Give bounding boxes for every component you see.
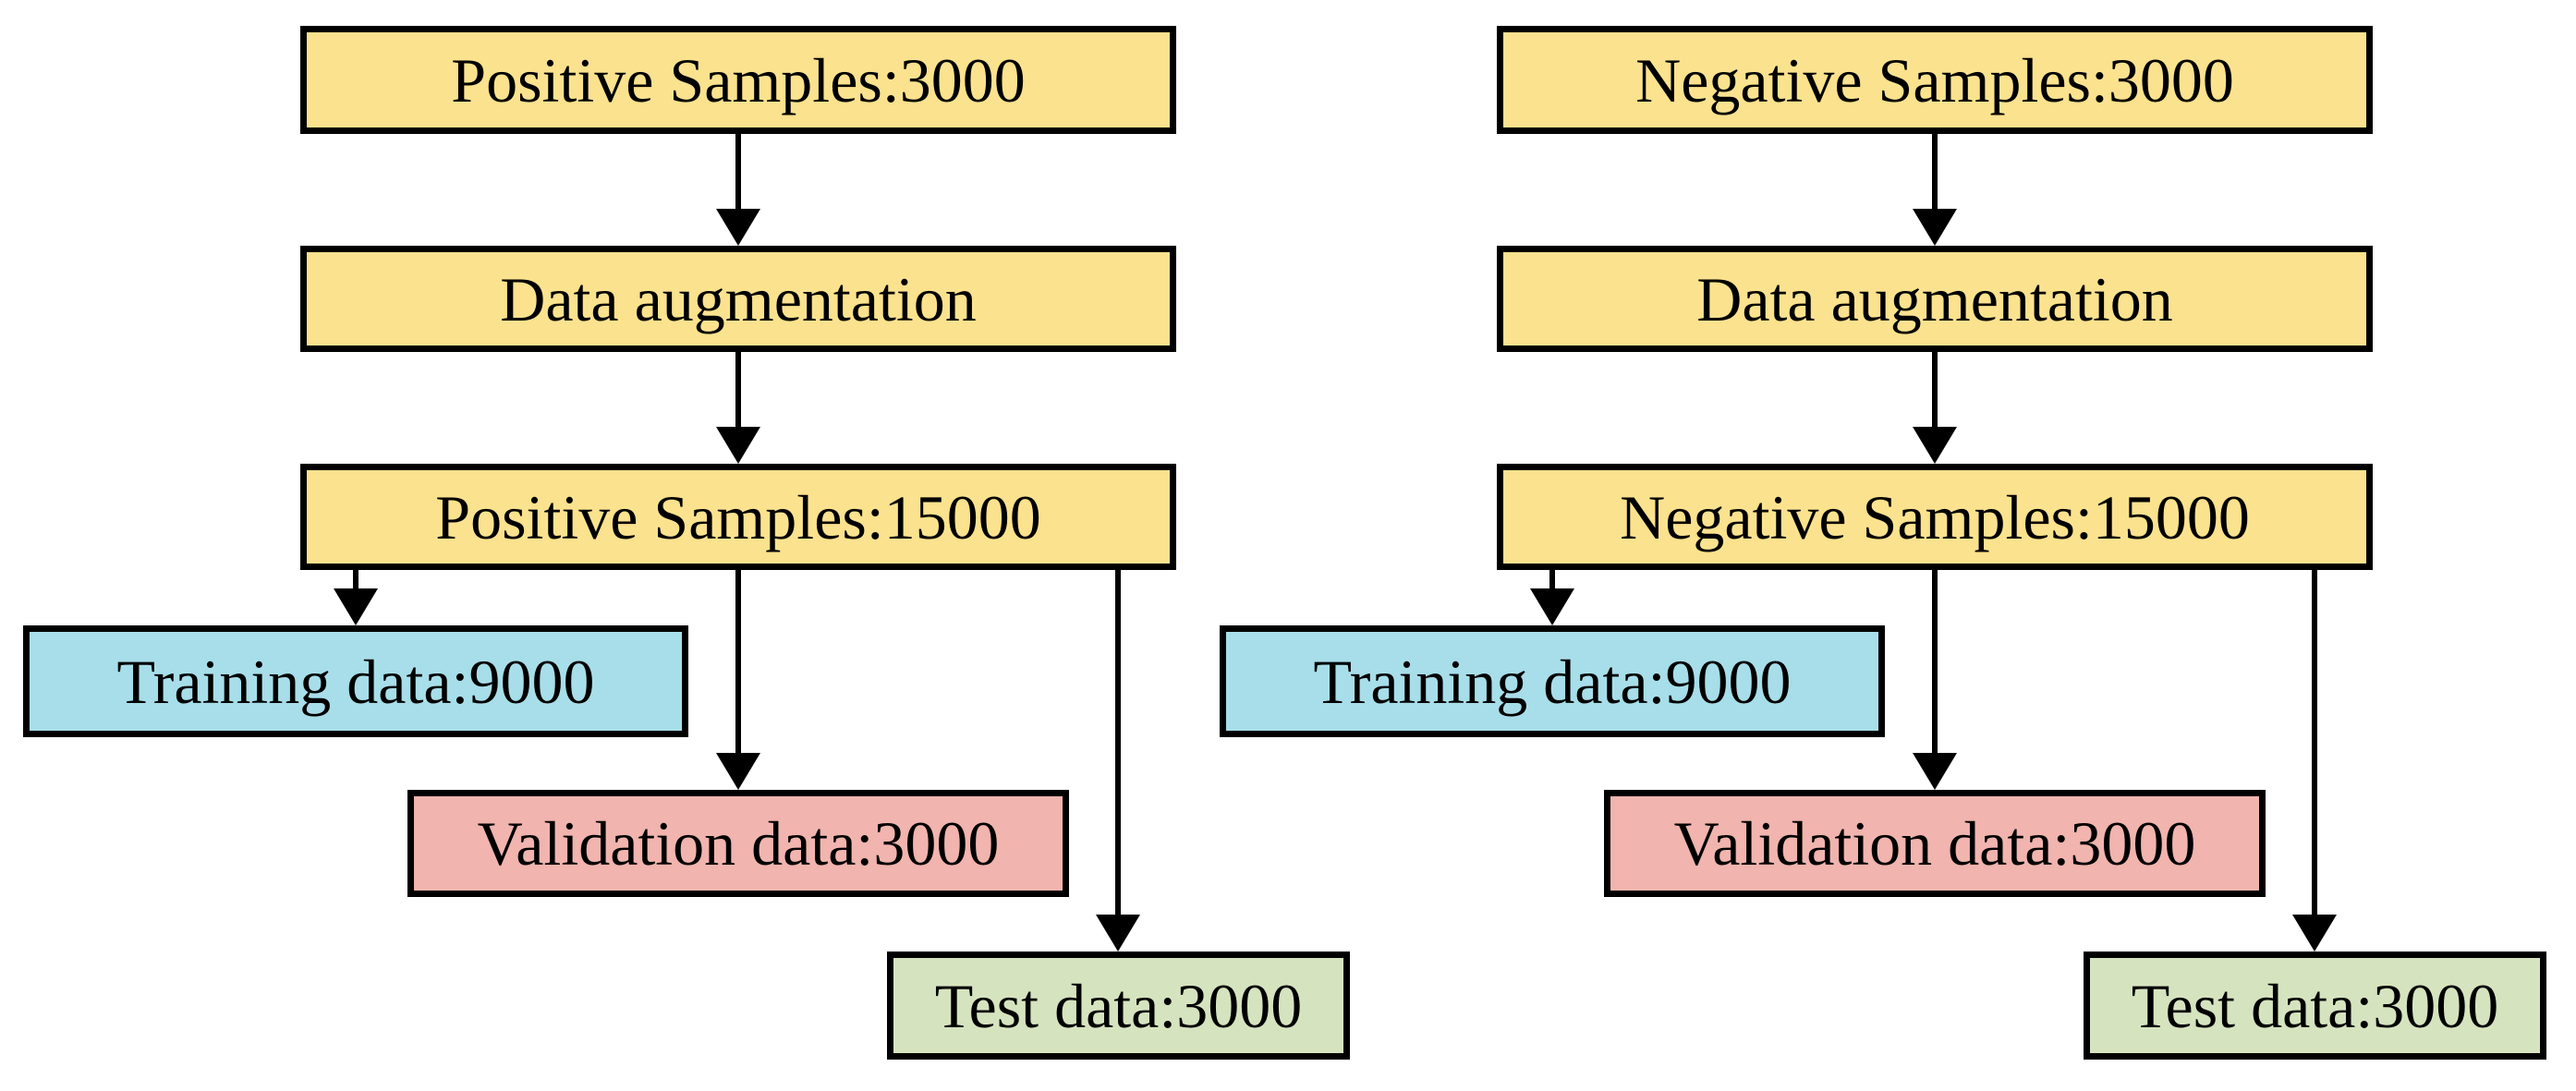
arrow-positive-to-test [1096,570,1140,952]
node-negative-data-augmentation: Data augmentation [1497,246,2373,352]
node-positive-training-data: Training data:9000 [23,625,688,737]
node-negative-training-data: Training data:9000 [1220,625,1885,737]
arrow-negative-to-validation [1913,570,1957,790]
node-positive-validation-data: Validation data:3000 [407,790,1069,897]
arrow-positive-to-validation [716,570,760,790]
node-positive-test-data: Test data:3000 [887,952,1350,1060]
arrow-augmentation-to-negative-15000 [1913,352,1957,464]
node-positive-data-augmentation: Data augmentation [300,246,1176,352]
node-positive-samples-15000: Positive Samples:15000 [300,464,1176,570]
arrow-negative-to-training [1530,570,1574,625]
node-negative-test-data: Test data:3000 [2084,952,2546,1060]
arrow-negative-to-test [2292,570,2337,952]
arrow-positive-to-training [334,570,378,625]
arrow-negative-to-augmentation [1913,134,1957,246]
arrow-positive-to-augmentation [716,134,760,246]
node-negative-samples-15000: Negative Samples:15000 [1497,464,2373,570]
node-negative-validation-data: Validation data:3000 [1604,790,2266,897]
node-negative-samples-3000: Negative Samples:3000 [1497,26,2373,134]
node-positive-samples-3000: Positive Samples:3000 [300,26,1176,134]
arrow-augmentation-to-positive-15000 [716,352,760,464]
